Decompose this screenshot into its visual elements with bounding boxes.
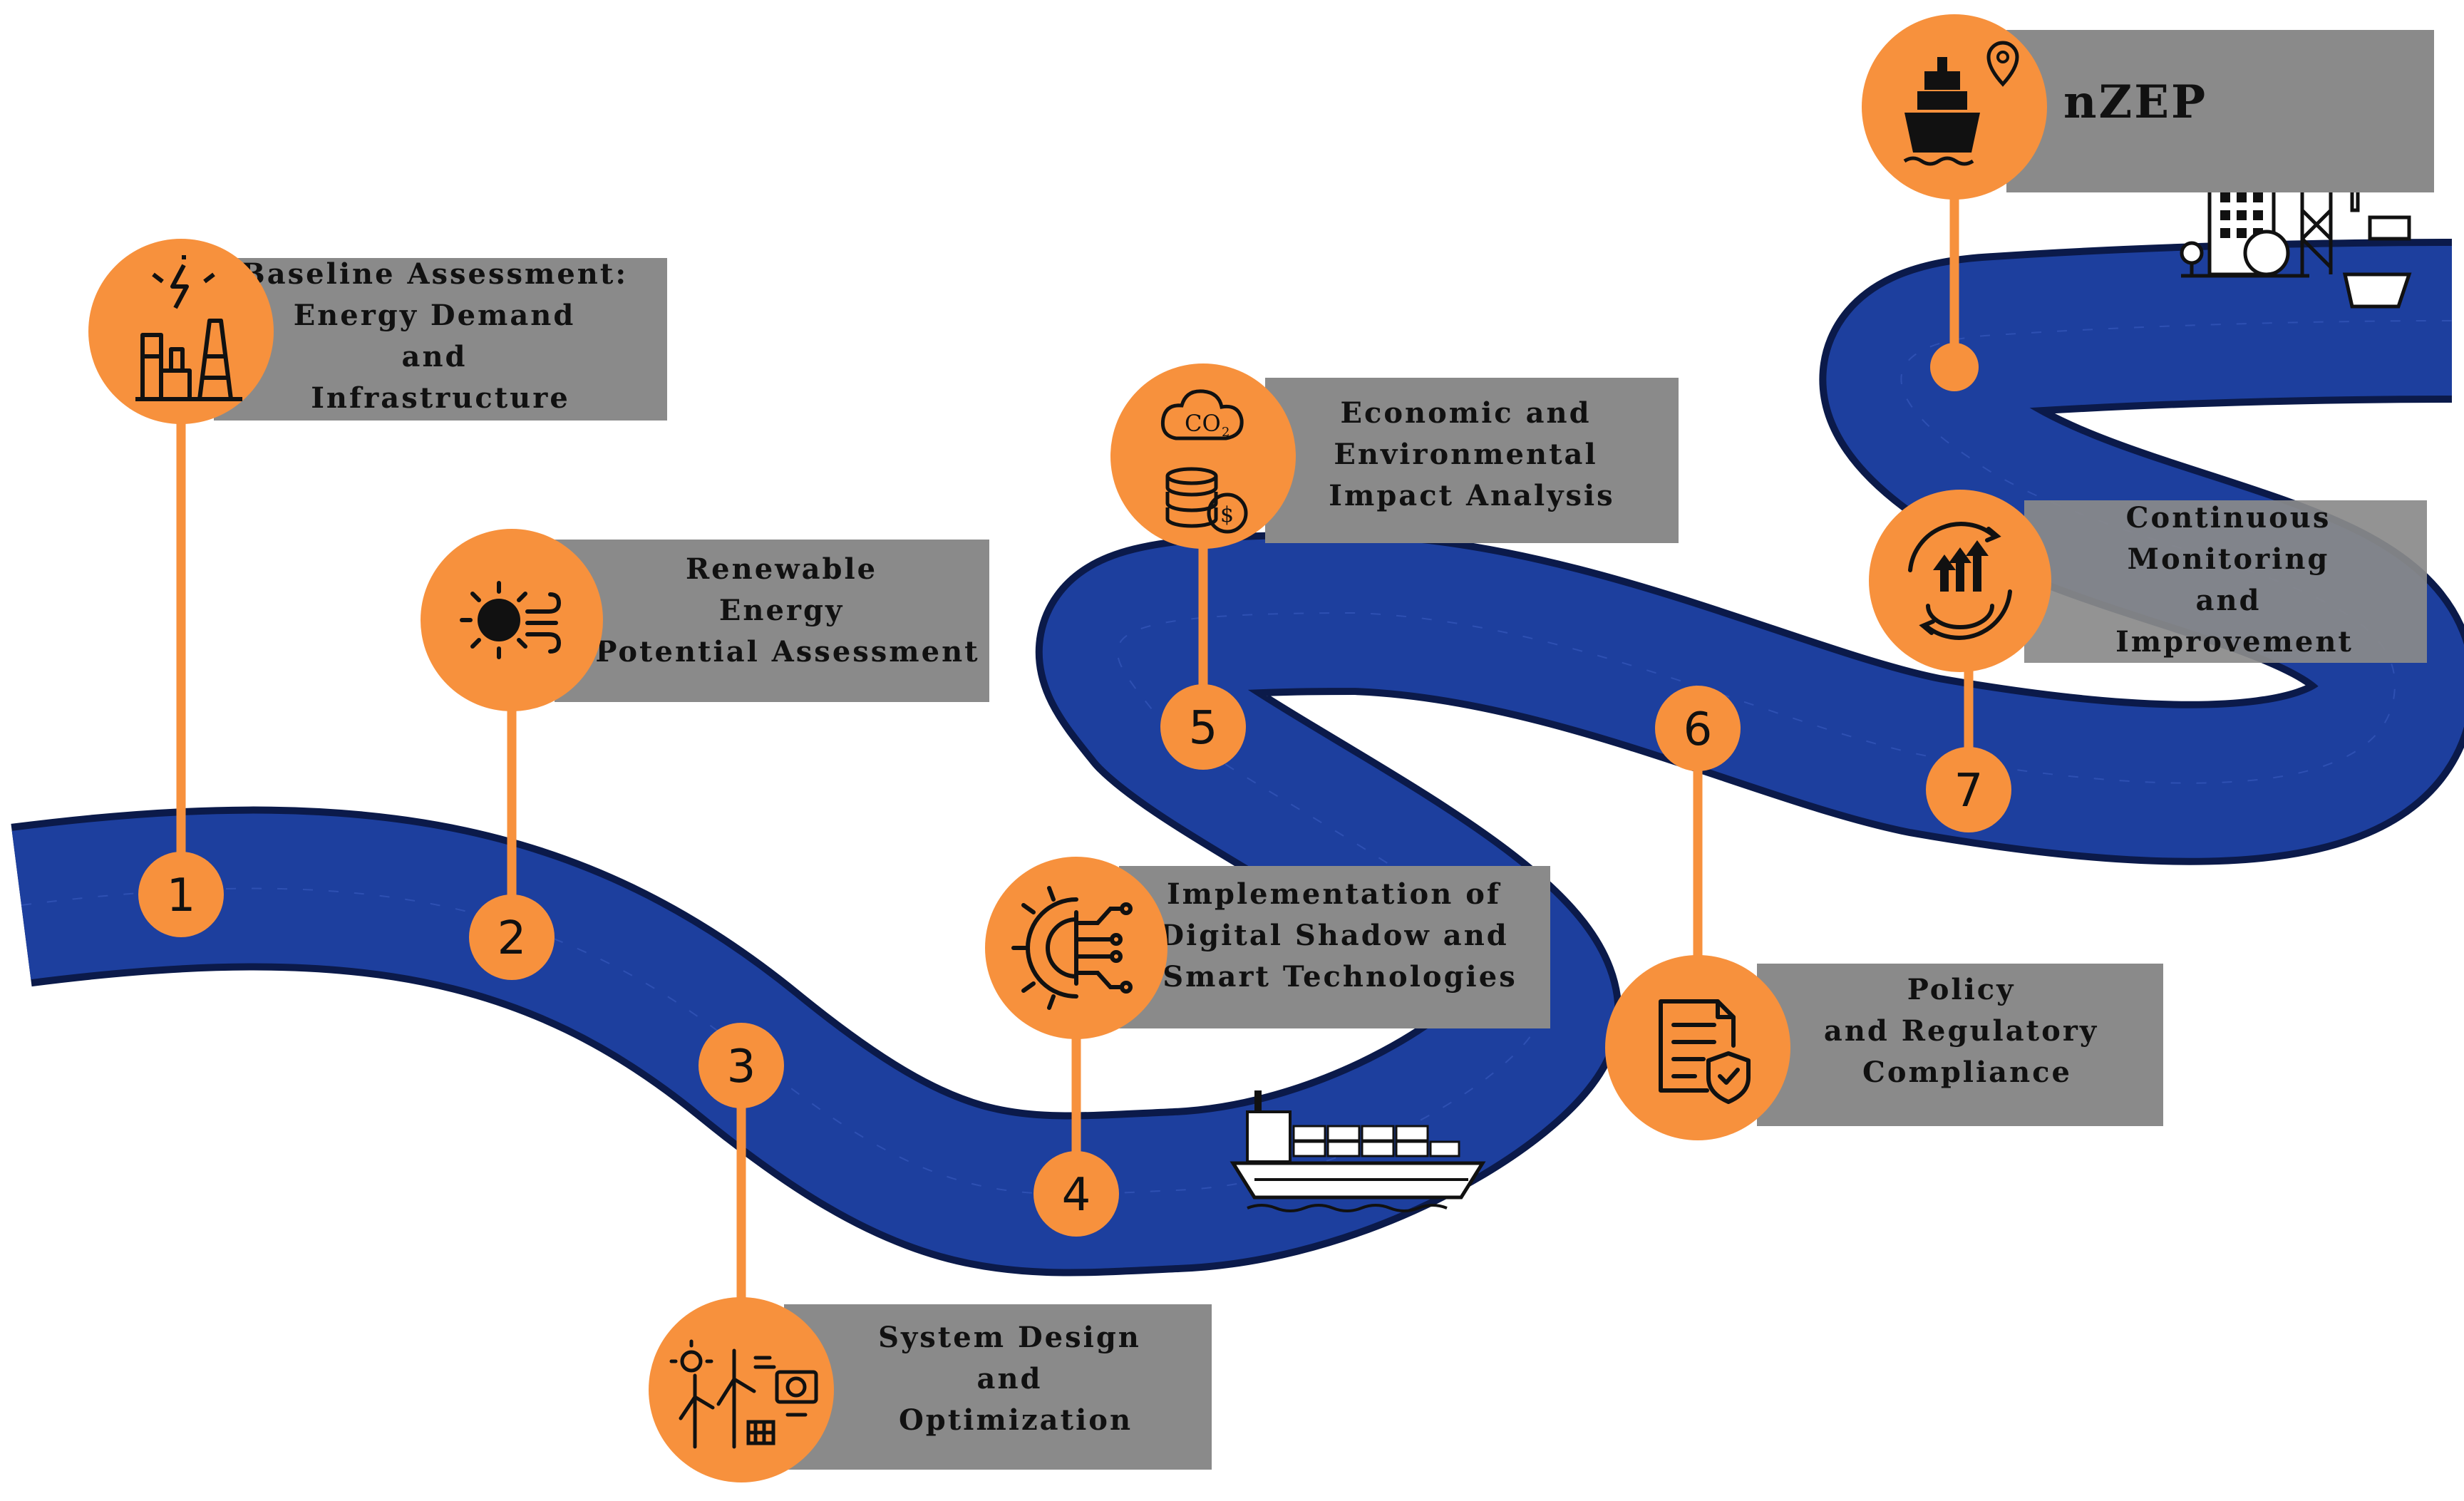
step-3-label-box: System Design and Optimization xyxy=(784,1304,1212,1470)
step-1-badge: 1 xyxy=(138,852,224,937)
step-3-label-line: Optimization xyxy=(899,1403,1133,1437)
step-2-label-line: Potential Assessment xyxy=(595,635,979,669)
step-3-number: 3 xyxy=(727,1041,756,1093)
gear-circuit-icon xyxy=(985,857,1167,1039)
svg-text:Economic and Environment: Economic and Environmental Impact Analys… xyxy=(1329,396,1614,512)
step-4-badge: 4 xyxy=(1033,1151,1119,1237)
destination-marker xyxy=(1930,343,1979,391)
cargo-ship-icon xyxy=(1230,1090,1486,1212)
co2-coins-icon: CO 2 $ xyxy=(1110,363,1296,549)
svg-text:Implementation of Digita: Implementation of Digital Shadow and Sma… xyxy=(1159,877,1520,994)
step-5-label-line: Environmental xyxy=(1334,438,1597,471)
step-4-label-line: Implementation of xyxy=(1167,877,1501,911)
step-5-label-line: Impact Analysis xyxy=(1329,479,1614,512)
svg-text:Continuous Monitoring: Continuous Monitoring and Improvement xyxy=(2115,501,2354,659)
step-1-label-box: Baseline Assessment: Energy Demand and I… xyxy=(214,257,667,421)
step-7-number: 7 xyxy=(1954,765,1984,817)
sun-wind-icon xyxy=(421,529,603,711)
step-7-label-line: and xyxy=(2196,584,2262,617)
step-2-label-line: Renewable xyxy=(686,552,877,586)
step-1-number: 1 xyxy=(167,870,196,922)
step-5-label-box: Economic and Environmental Impact Analys… xyxy=(1265,378,1679,543)
step-5-number: 5 xyxy=(1189,702,1218,755)
svg-text:System Design and: System Design and Optimization xyxy=(878,1321,1153,1437)
step-3-badge: 3 xyxy=(699,1023,784,1108)
step-6-badge: 6 xyxy=(1655,686,1741,771)
power-plant-icon xyxy=(88,239,274,424)
step-3-label-line: and xyxy=(977,1362,1043,1396)
step-2-label-line: Energy xyxy=(719,594,844,627)
river xyxy=(11,239,2464,1276)
step-1-label-line: Baseline Assessment: xyxy=(241,257,628,291)
step-6-label-line: and Regulatory xyxy=(1824,1014,2098,1048)
wind-solar-system-icon xyxy=(649,1297,834,1482)
step-4-label-box: Implementation of Digital Shadow and Sma… xyxy=(1119,866,1550,1028)
step-7-badge: 7 xyxy=(1926,747,2011,832)
step-4-number: 4 xyxy=(1062,1169,1091,1222)
step-6-label-line: Policy xyxy=(1907,973,2016,1006)
step-6-label-box: Policy and Regulatory Compliance xyxy=(1757,964,2163,1126)
continuous-improvement-icon xyxy=(1869,490,2051,672)
nzep-label-box: nZEP xyxy=(2006,30,2434,192)
step-4-label-line: Smart Technologies xyxy=(1163,960,1517,994)
document-shield-icon xyxy=(1605,955,1790,1140)
step-1-label-line: and xyxy=(402,340,468,373)
step-7-label-box: Continuous Monitoring and Improvement xyxy=(2024,500,2427,663)
svg-text:$: $ xyxy=(1220,502,1234,527)
svg-text:Baseline Assessment: Ene: Baseline Assessment: Energy Demand and I… xyxy=(241,257,640,415)
nzep-title: nZEP xyxy=(2063,76,2207,129)
step-7-label-line: Improvement xyxy=(2115,625,2354,659)
step-5-badge: 5 xyxy=(1160,684,1246,770)
step-2-badge: 2 xyxy=(469,894,555,980)
nzep-ship-pin-icon xyxy=(1862,14,2047,200)
step-number-badges: 1 2 3 4 5 6 7 xyxy=(138,684,2011,1237)
step-2-number: 2 xyxy=(498,912,527,965)
step-5-label-line: Economic and xyxy=(1341,396,1592,430)
step-7-label-line: Monitoring xyxy=(2128,542,2330,576)
svg-text:Policy and Regulatory: Policy and Regulatory Compliance xyxy=(1824,973,2110,1089)
svg-text:2: 2 xyxy=(1222,425,1230,440)
step-3-label-line: System Design xyxy=(878,1321,1141,1354)
step-6-label-line: Compliance xyxy=(1862,1056,2072,1089)
svg-text:CO: CO xyxy=(1185,410,1221,437)
port-city-icon xyxy=(2180,165,2412,309)
step-1-label-line: Infrastructure xyxy=(311,381,570,415)
step-6-number: 6 xyxy=(1684,703,1713,756)
step-4-label-line: Digital Shadow and xyxy=(1159,919,1508,952)
svg-text:Renewable Energy P: Renewable Energy Potential Assessment xyxy=(595,552,979,669)
step-7-label-line: Continuous xyxy=(2126,501,2331,535)
step-2-label-box: Renewable Energy Potential Assessment xyxy=(555,540,989,702)
step-1-label-line: Energy Demand xyxy=(294,299,576,332)
